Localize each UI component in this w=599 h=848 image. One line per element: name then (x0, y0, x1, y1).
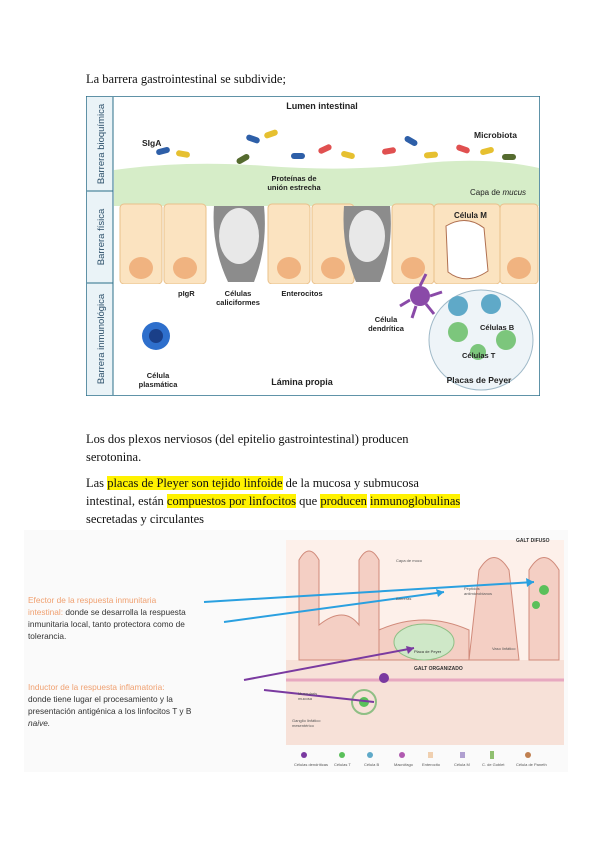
legend-2: Célula B (364, 762, 379, 767)
legend-7: Célula de Paneth (516, 762, 547, 767)
microbiota-label: Microbiota (474, 130, 517, 140)
intro-text: La barrera gastrointestinal se subdivide… (86, 72, 286, 86)
inductor-arrows (243, 646, 415, 703)
lamina-label: Lámina propia (271, 377, 334, 387)
p2-text-3: intestinal, están (86, 494, 167, 508)
epithelium (119, 203, 539, 285)
legend-1: Células T (334, 762, 351, 767)
effector-title: Efector de la respuesta inmunitaria (28, 595, 157, 605)
effector-line3: inmunitaria local, tanto protectora como… (28, 619, 185, 629)
galt-org-label: GALT ORGANIZADO (414, 666, 463, 672)
lumen-label: Lumen intestinal (286, 101, 358, 111)
dendritic-cell (399, 273, 443, 319)
intestinal-tissue (286, 540, 564, 745)
galt-figure: Efector de la respuesta inmunitaria inte… (24, 530, 568, 772)
effector-arrows (203, 578, 535, 623)
p2-highlight-3: producen (320, 494, 367, 508)
t-cells-label: Células T (462, 351, 496, 360)
p2-highlight-4: inmunoglobulinas (370, 494, 461, 508)
proteins-label-2: unión estrecha (267, 183, 321, 192)
cell-m-label: Célula M (454, 211, 487, 220)
dendritic-label-1: Célula (375, 315, 398, 324)
plasma-label-1: Célula (147, 371, 170, 380)
figure2-legend: Células dendríticas Células T Célula B M… (294, 751, 547, 767)
mucus-label: Capa de mucus (470, 188, 526, 197)
b-cells-label: Células B (480, 323, 515, 332)
legend-6: C. de Goblet (482, 762, 505, 767)
peptidos-label-1: Péptidos (464, 586, 480, 591)
paragraph-peyer: Las placas de Pleyer son tejido linfoide… (86, 474, 546, 528)
effector-line2: intestinal: donde se desarrolla la respu… (28, 607, 186, 617)
label-immunological-barrier: Barrera inmunológica (96, 293, 107, 384)
goblet-label-2: caliciformes (216, 298, 260, 307)
barreras-label: Barreras (396, 596, 411, 601)
legend-4: Enterocito (422, 762, 441, 767)
p2-text-1: Las (86, 476, 108, 490)
peptidos-label-2: antimicrobianos (464, 591, 492, 596)
muscularis-label-2: mucosa (298, 696, 313, 701)
microbiota-group (156, 129, 516, 164)
goblet-label-1: Células (225, 289, 252, 298)
p2-text-6: secretadas y circulantes (86, 512, 204, 526)
p2-highlight-1: placas de Pleyer son tejido linfoide (107, 476, 283, 490)
ganglio-label-1: Ganglio linfático (292, 718, 321, 723)
legend-5: Célula M (454, 762, 470, 767)
siga-label: SIgA (142, 138, 161, 148)
capa-moco-label: Capa de moco (396, 558, 423, 563)
peyer-label: Placas de Peyer (447, 375, 512, 385)
peyer-patch (428, 289, 534, 391)
galt-difuso-label: GALT DIFUSO (516, 538, 550, 544)
enterocytes-label: Enterocitos (281, 289, 322, 298)
plasma-label-2: plasmática (139, 380, 179, 389)
legend-0: Células dendríticas (294, 762, 328, 767)
p2-highlight-2: compuestos por linfocitos (166, 494, 297, 508)
legend-3: Macrófago (394, 762, 414, 767)
label-biochemical-barrier: Barrera bioquímica (96, 103, 107, 184)
muscularis-label-1: Muscularis (298, 691, 317, 696)
placa-peyer-label: Placa de Peyer (414, 649, 442, 654)
inductor-line2: donde tiene lugar el procesamiento y la (28, 694, 173, 704)
pigr-label: pIgR (178, 289, 195, 298)
dendritic-label-2: dendrítica (368, 324, 405, 333)
inductor-line4: naive. (28, 718, 50, 728)
label-physical-barrier: Barrera física (96, 208, 107, 265)
ganglio-label-2: mesentérico (292, 723, 315, 728)
inductor-title: Inductor de la respuesta inflamatoria: (28, 682, 165, 692)
plasma-cell (142, 322, 170, 350)
vaso-label: Vaso linfático (492, 646, 516, 651)
effector-line4: tolerancia. (28, 631, 66, 641)
p2-text-4: que (296, 494, 321, 508)
proteins-label-1: Proteínas de (271, 174, 316, 183)
inductor-line3: presentación antigénica a los linfocitos… (28, 706, 192, 716)
paragraph-serotonin-line2: serotonina. (86, 450, 142, 464)
paragraph-serotonin-line1: Los dos plexos nerviosos (del epitelio g… (86, 432, 409, 446)
p2-text-2: de la mucosa y submucosa (282, 476, 419, 490)
gastrointestinal-barrier-figure: Barrera bioquímica Barrera física Barrer… (85, 95, 541, 397)
